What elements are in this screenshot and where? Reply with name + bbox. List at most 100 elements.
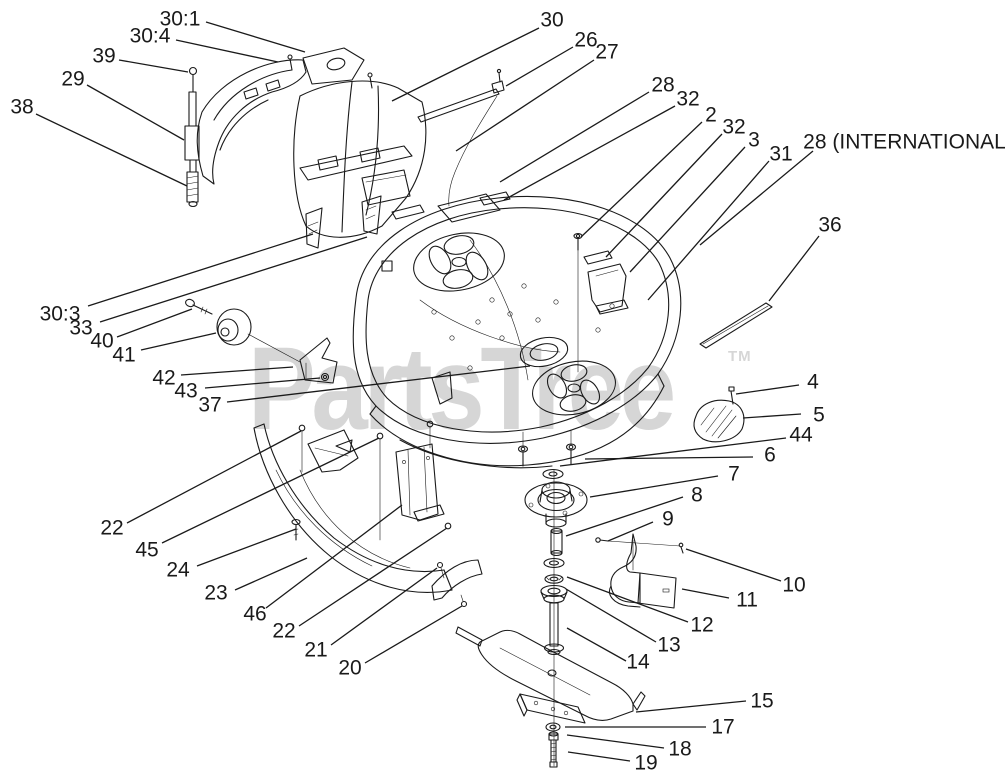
leader-line (118, 59, 189, 73)
leader-line (742, 413, 802, 419)
leader-line (566, 627, 627, 662)
callout-label: 11 (736, 589, 758, 612)
leader-line (584, 456, 754, 460)
leader-line (605, 133, 723, 258)
gauge-wheel-assembly (185, 298, 338, 384)
leader-line (391, 27, 540, 102)
lift-rod-and-spring (184, 66, 200, 208)
leader-line (205, 21, 306, 53)
leader-line (565, 588, 657, 643)
leader-line (565, 496, 684, 537)
leader-line (566, 734, 665, 749)
leader-line (234, 557, 308, 591)
leader-line (161, 437, 380, 544)
callout-label: 38 (10, 96, 33, 119)
callout-label: 45 (135, 539, 158, 562)
leader-line (116, 308, 193, 338)
callout-label: 42 (152, 367, 175, 390)
callout-label: 4 (807, 371, 819, 394)
side-discharge-strip (699, 302, 773, 349)
callout-label: 15 (750, 690, 773, 713)
leader-line (330, 567, 438, 646)
watermark-text: PartsTree (248, 323, 676, 455)
callout-label: 29 (61, 68, 84, 91)
leader-line (566, 576, 689, 623)
callout-label: 18 (668, 738, 691, 761)
callout-label: 14 (626, 651, 650, 674)
callout-label: 13 (657, 634, 680, 657)
leader-line (629, 146, 746, 273)
callout-label: 28 (INTERNATIONAL) (803, 131, 1005, 154)
callout-label: 33 (69, 317, 92, 340)
callout-label: 23 (204, 582, 227, 605)
callout-label: 41 (112, 344, 135, 367)
callout-label: 30 (540, 9, 563, 32)
front-baffle-assembly (253, 420, 483, 608)
spindle-assembly (517, 429, 588, 767)
callout-label: 17 (711, 716, 734, 739)
leader-line (455, 59, 595, 152)
leader-line (735, 384, 800, 395)
callout-label: 30:3 (40, 303, 81, 326)
callout-label: 12 (690, 614, 713, 637)
leader-line (499, 91, 650, 183)
callout-label: 26 (574, 29, 597, 52)
watermark-tm-mark: TM (728, 348, 752, 365)
leader-line (204, 377, 321, 389)
blade-assembly (455, 626, 646, 768)
callout-label: 30:4 (130, 25, 171, 48)
leader-line (681, 588, 730, 599)
cover-plate (693, 386, 745, 443)
callout-label: 8 (691, 484, 703, 507)
leader-line (505, 46, 574, 87)
callout-label: 5 (813, 404, 825, 427)
callout-label: 44 (789, 424, 813, 447)
leader-line (87, 233, 314, 307)
leader-line (298, 527, 448, 627)
leader-line (196, 528, 297, 567)
leader-line (265, 504, 403, 609)
callout-label: 32 (722, 116, 745, 139)
leader-line (607, 521, 654, 542)
leader-line (99, 236, 368, 323)
leader-line (175, 39, 279, 63)
callout-label: 9 (662, 508, 674, 531)
leader-line (580, 121, 703, 238)
callout-label: 24 (166, 559, 190, 582)
belt-cover (595, 533, 684, 609)
leader-line (567, 751, 631, 762)
callout-label: 39 (92, 45, 115, 68)
callout-label: 32 (676, 88, 699, 111)
callout-label: 22 (272, 620, 295, 643)
callout-label: 30:1 (160, 8, 201, 31)
leader-line (768, 235, 820, 302)
callout-label: 3 (748, 129, 760, 152)
leader-line (685, 548, 782, 582)
callout-label: 40 (90, 330, 113, 353)
callout-label: 27 (595, 41, 618, 64)
support-rod (417, 68, 505, 207)
leader-line (86, 84, 185, 141)
callout-label: 20 (338, 657, 361, 680)
leader-line (180, 366, 294, 376)
callout-label: 22 (100, 517, 123, 540)
callout-label: 37 (198, 394, 221, 417)
deflector-assembly (196, 47, 427, 249)
callout-label: 10 (782, 574, 805, 597)
leader-line (140, 332, 217, 351)
watermark: PartsTree (248, 330, 676, 448)
leader-line (647, 160, 770, 301)
callout-label: 28 (651, 74, 674, 97)
leader-line (559, 437, 787, 467)
leader-line (589, 475, 719, 498)
callout-label: 6 (764, 444, 776, 467)
callout-label: 2 (705, 104, 717, 127)
leader-line (364, 605, 463, 664)
callout-label: 19 (634, 752, 657, 775)
leader-line (35, 113, 188, 187)
callout-label: 7 (728, 463, 740, 486)
leader-line (126, 430, 302, 524)
